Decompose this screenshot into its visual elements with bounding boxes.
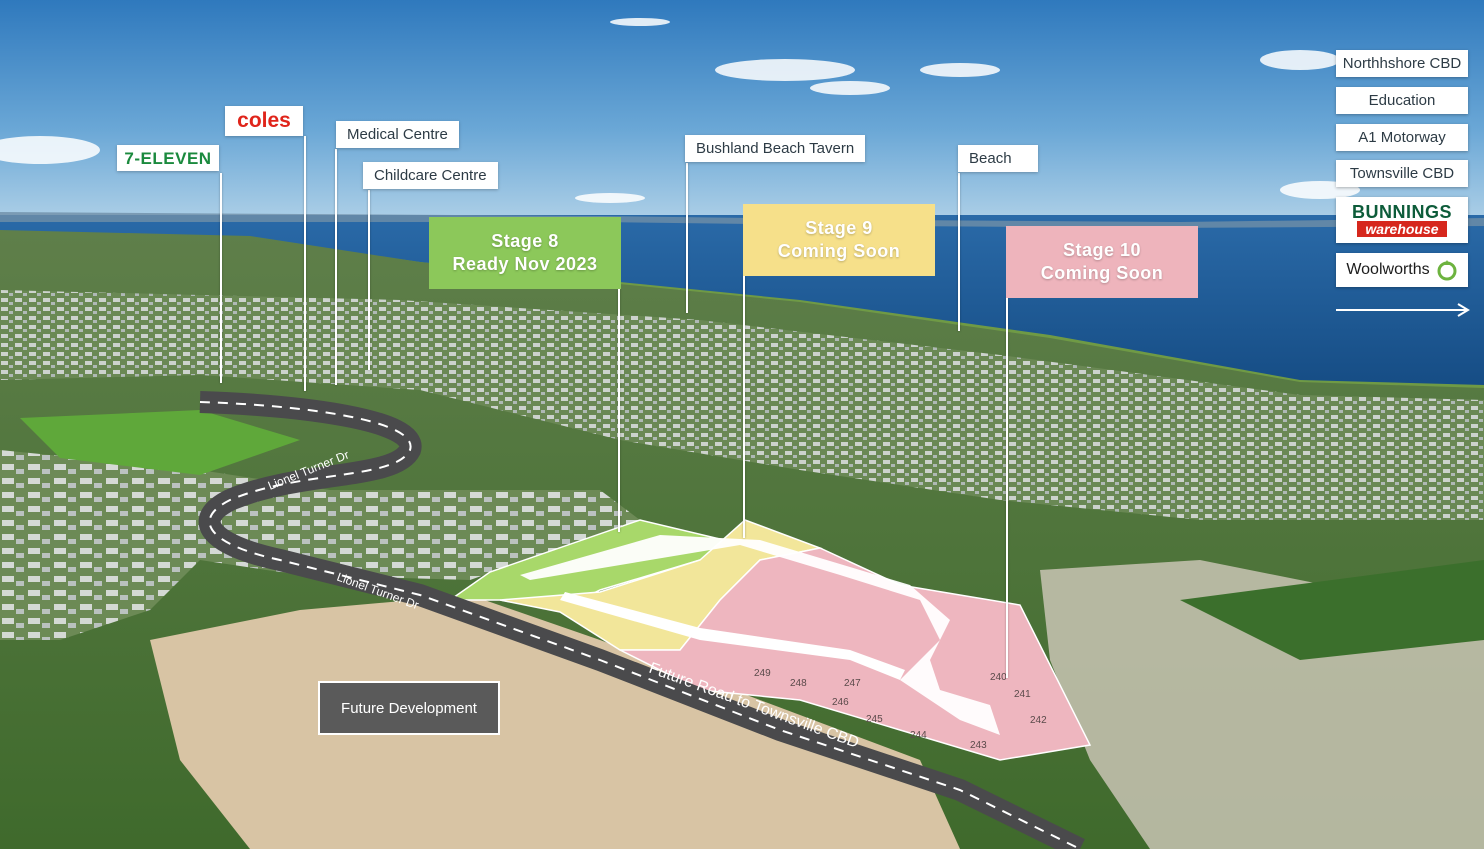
stage-8-label: Stage 8 Ready Nov 2023: [429, 217, 621, 289]
scrub-area: [1180, 560, 1484, 660]
suburb-upper: [0, 290, 1484, 520]
pin-childcare: [368, 190, 370, 370]
cleared-land: [150, 595, 960, 849]
woolworths-leaf-icon: [1437, 260, 1457, 281]
landmark-coles: coles: [225, 106, 303, 136]
stage-8-title: Stage 8: [491, 231, 559, 251]
pin-coles: [304, 136, 306, 391]
landmark-childcare-centre: Childcare Centre: [363, 162, 498, 189]
lot-247: 247: [844, 678, 861, 689]
internal-street: [520, 535, 1000, 735]
lot-240: 240: [990, 672, 1007, 683]
stage-9-status: Coming Soon: [777, 241, 901, 261]
direction-education: Education: [1336, 87, 1468, 114]
lot-243: 243: [970, 740, 987, 751]
lot-244: 244: [910, 730, 927, 741]
lot-245: 245: [866, 714, 883, 725]
road-centre-line: [199, 401, 1081, 849]
lot-242: 242: [1030, 715, 1047, 726]
internal-street-lower: [560, 592, 905, 680]
landmark-medical-centre: Medical Centre: [336, 121, 459, 148]
distant-coast: [0, 212, 1484, 228]
pin-medical: [335, 149, 337, 385]
pin-beach: [958, 173, 960, 331]
lot-numbers: 243 244 245 246 247 248 249 242 241 240: [754, 668, 1047, 751]
lot-249: 249: [754, 668, 771, 679]
stage-9-label: Stage 9 Coming Soon: [743, 204, 935, 276]
pin-7-eleven: [220, 173, 222, 383]
sports-field: [20, 410, 300, 475]
woolworths-logo-word: Woolworths: [1346, 261, 1430, 278]
stage-9-title: Stage 9: [805, 218, 873, 238]
stage-8-status: Ready Nov 2023: [452, 254, 598, 274]
arrow-right-icon: [1336, 303, 1470, 317]
development-lots: [447, 519, 1092, 761]
pin-tavern: [686, 163, 688, 313]
woolworths-logo: Woolworths: [1336, 253, 1468, 287]
stage-10-label: Stage 10 Coming Soon: [1006, 226, 1198, 298]
bunnings-logo-sub: warehouse: [1357, 221, 1447, 237]
stage-10-status: Coming Soon: [1040, 263, 1164, 283]
lot-246: 246: [832, 697, 849, 708]
suburb-lower-left: [0, 450, 640, 640]
direction-northshore-cbd: Northhshore CBD: [1336, 50, 1468, 77]
landmark-beach: Beach: [958, 145, 1038, 172]
stage-10-title: Stage 10: [1062, 240, 1142, 260]
pin-stage-10: [1006, 298, 1008, 678]
landmark-bushland-beach-tavern: Bushland Beach Tavern: [685, 135, 866, 162]
sky: [0, 0, 1484, 215]
pin-stage-9: [743, 276, 745, 538]
direction-a1-motorway: A1 Motorway: [1336, 124, 1468, 151]
pin-stage-8: [618, 289, 620, 532]
clouds: [0, 18, 1360, 203]
landmark-7-eleven: 7-ELEVEN: [117, 145, 219, 171]
direction-townsville-cbd: Townsville CBD: [1336, 160, 1468, 187]
bunnings-logo-word: BUNNINGS: [1351, 202, 1452, 222]
lot-248: 248: [790, 678, 807, 689]
future-development-label: Future Development: [318, 681, 500, 735]
bunnings-logo: BUNNINGS warehouse: [1336, 197, 1468, 243]
lot-241: 241: [1014, 689, 1031, 700]
